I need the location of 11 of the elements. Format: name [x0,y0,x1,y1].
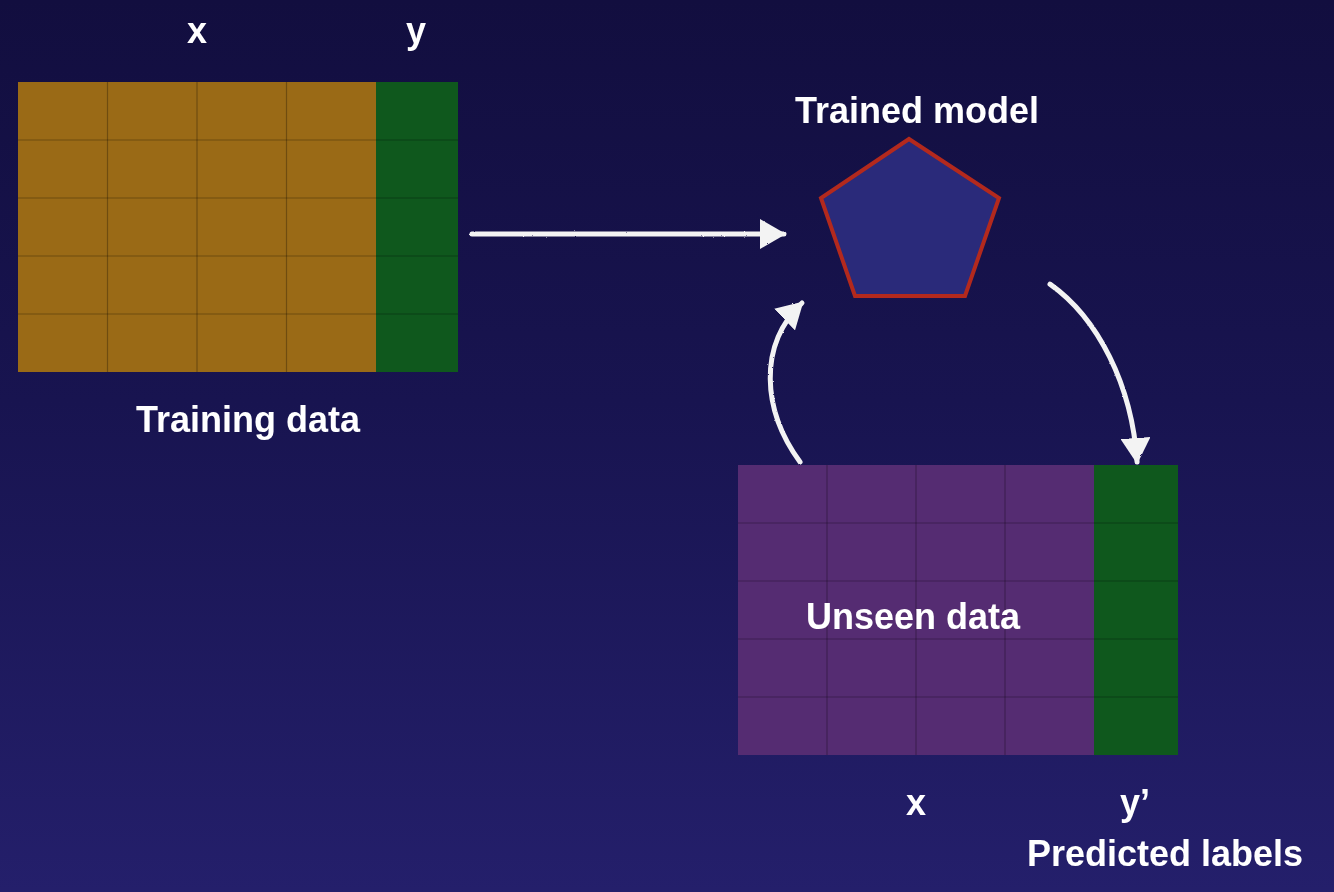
table-caption: Training data [136,399,360,441]
model-title: Trained model [794,90,1040,132]
table-title: Unseen data [805,596,1021,638]
column-header: y [406,10,426,52]
column-header: x [187,10,207,52]
column-header: y’ [1120,782,1150,824]
column-caption: Predicted labels [1026,833,1304,875]
column-header: x [906,782,926,824]
arrow [469,219,787,250]
arrow [767,300,805,465]
arrow [1047,281,1150,465]
